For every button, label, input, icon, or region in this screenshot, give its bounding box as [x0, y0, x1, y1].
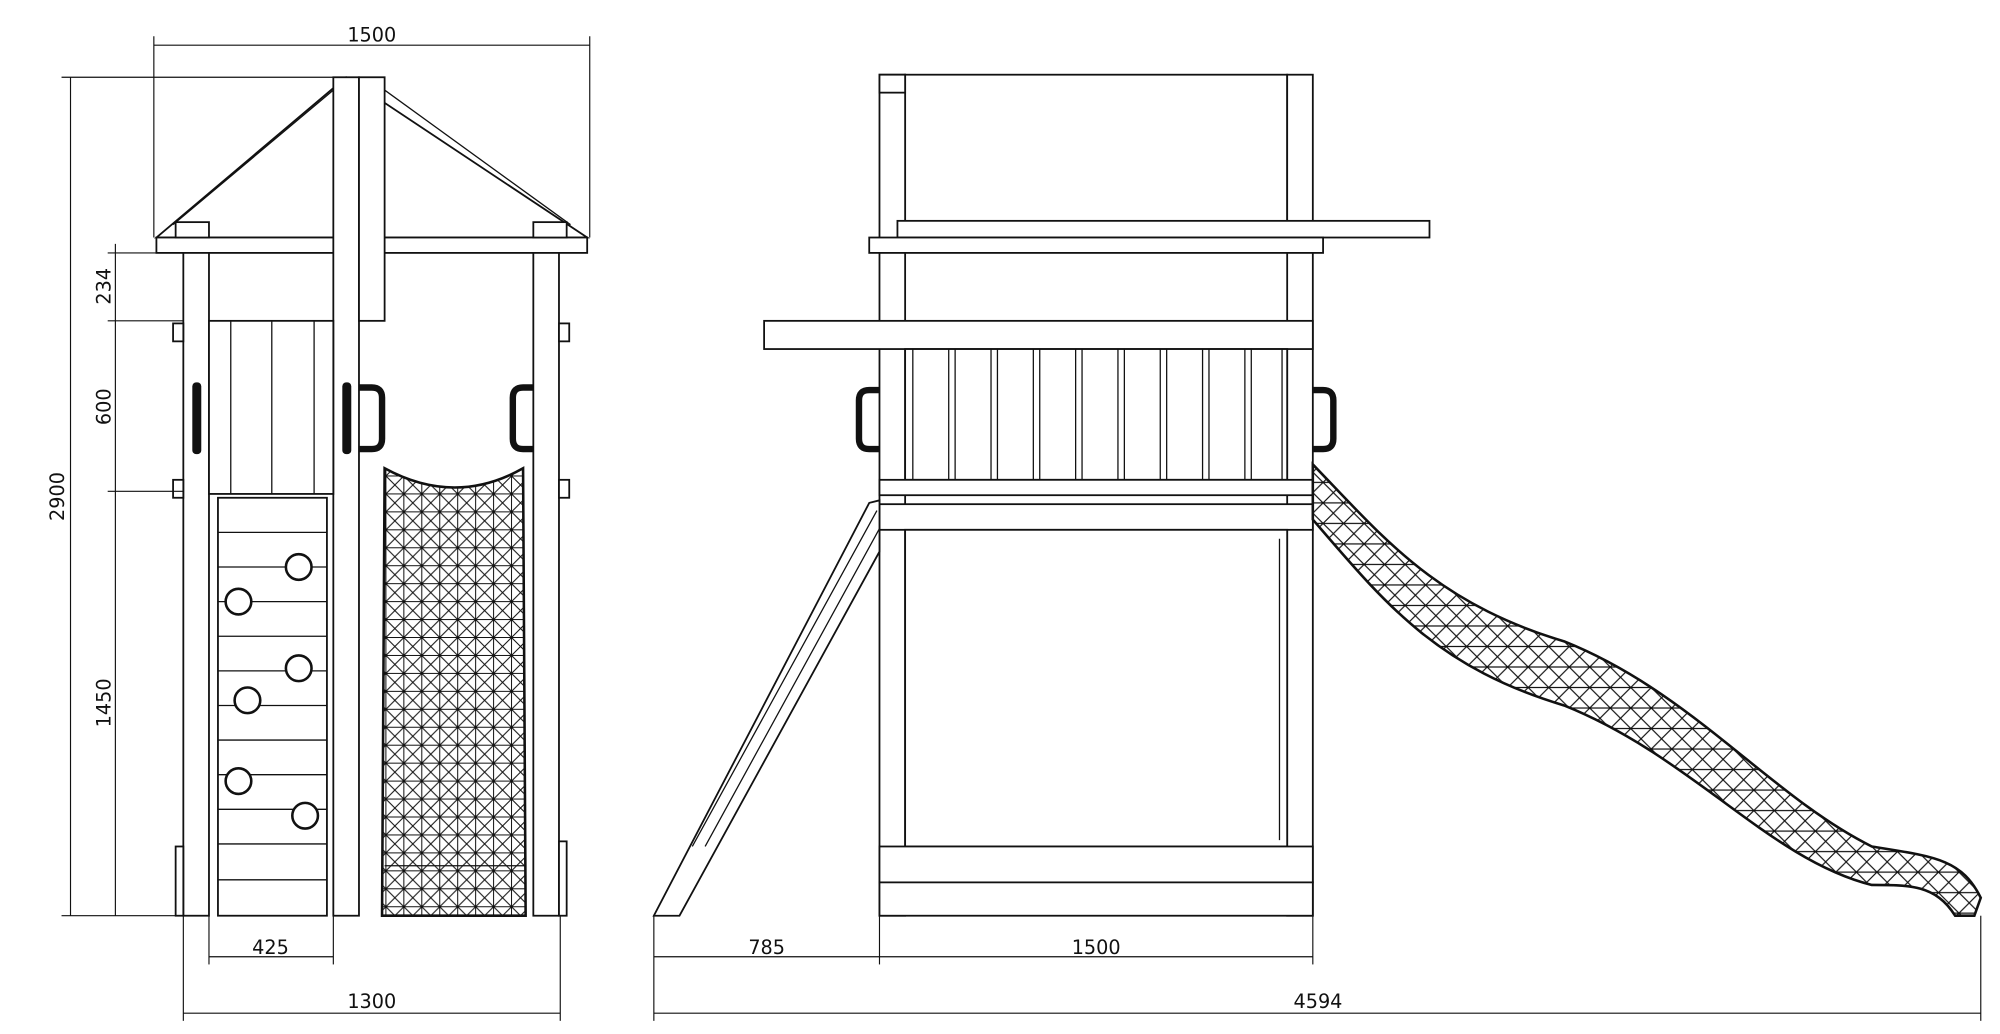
dim-rail-height: 600	[92, 388, 115, 425]
right-post	[532, 252, 560, 917]
handle-icon	[855, 386, 880, 453]
dim-platform-height: 1450	[92, 678, 115, 727]
dim-base-width: 1300	[347, 990, 396, 1013]
climbing-holds	[224, 552, 320, 830]
dim-ladder-length: 785	[748, 936, 785, 959]
platform-beam	[763, 319, 1314, 350]
front-view	[153, 76, 591, 918]
handle-icon	[342, 382, 352, 455]
handle-icon	[192, 382, 202, 455]
roof-beam	[896, 219, 1431, 239]
dim-roof-gap: 234	[92, 268, 115, 305]
dim-tower-width: 1500	[1072, 936, 1121, 959]
dim-top-width: 1500	[347, 23, 396, 46]
roof-panel	[904, 73, 1289, 243]
slide	[1311, 461, 1983, 918]
handle-icon	[509, 384, 534, 453]
handle-icon	[358, 384, 386, 453]
side-view	[652, 73, 1983, 918]
center-post	[332, 76, 360, 917]
dim-total-height: 2900	[46, 472, 69, 521]
tunnel-net	[380, 466, 527, 918]
ladder	[652, 499, 881, 917]
dim-total-length: 4594	[1293, 990, 1342, 1013]
front-dimensions: 1500 2900 234 600 1450 425 1300	[46, 23, 591, 1021]
side-dimensions: 785 1500 4594	[653, 915, 1982, 1021]
dim-wall-width: 425	[252, 936, 289, 959]
handle-icon	[1312, 386, 1337, 453]
left-post	[182, 252, 210, 917]
